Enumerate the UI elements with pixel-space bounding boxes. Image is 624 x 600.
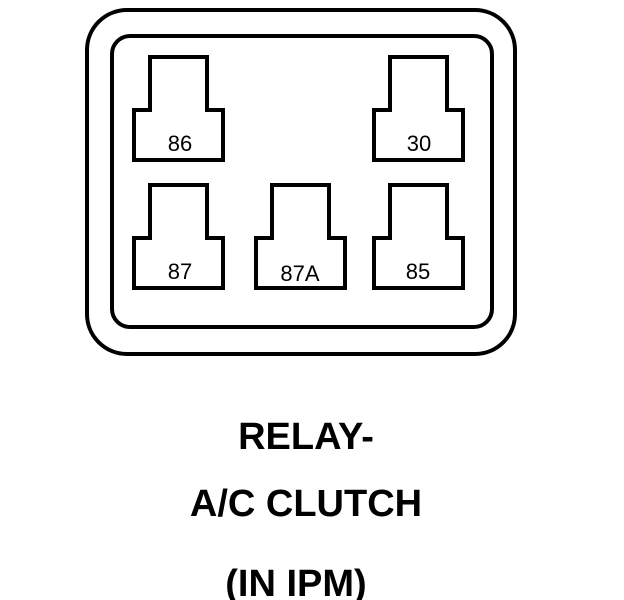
relay-housing bbox=[85, 8, 517, 356]
relay-caption: RELAY- A/C CLUTCH (IN IPM) bbox=[190, 416, 422, 600]
terminal-30-outline bbox=[372, 55, 465, 162]
terminal-87: 87 bbox=[132, 183, 225, 290]
caption-line-3: (IN IPM) bbox=[225, 563, 366, 600]
terminal-30-label: 30 bbox=[407, 131, 431, 156]
terminal-30: 30 bbox=[372, 55, 465, 162]
terminal-86: 86 bbox=[132, 55, 225, 162]
terminal-87-outline bbox=[132, 183, 225, 290]
caption-line-1: RELAY- bbox=[238, 416, 374, 458]
terminal-87a: 87A bbox=[254, 183, 347, 290]
housing-outer-outline bbox=[85, 8, 517, 356]
terminal-87-label: 87 bbox=[168, 259, 192, 284]
terminal-87a-outline bbox=[254, 183, 347, 290]
terminal-85-outline bbox=[372, 183, 465, 290]
terminal-86-outline bbox=[132, 55, 225, 162]
caption-line-2: A/C CLUTCH bbox=[190, 483, 422, 525]
terminal-85-label: 85 bbox=[406, 259, 430, 284]
terminal-87a-label: 87A bbox=[280, 261, 319, 286]
housing-inner-outline bbox=[110, 34, 494, 329]
terminal-85: 85 bbox=[372, 183, 465, 290]
terminal-86-label: 86 bbox=[168, 131, 192, 156]
